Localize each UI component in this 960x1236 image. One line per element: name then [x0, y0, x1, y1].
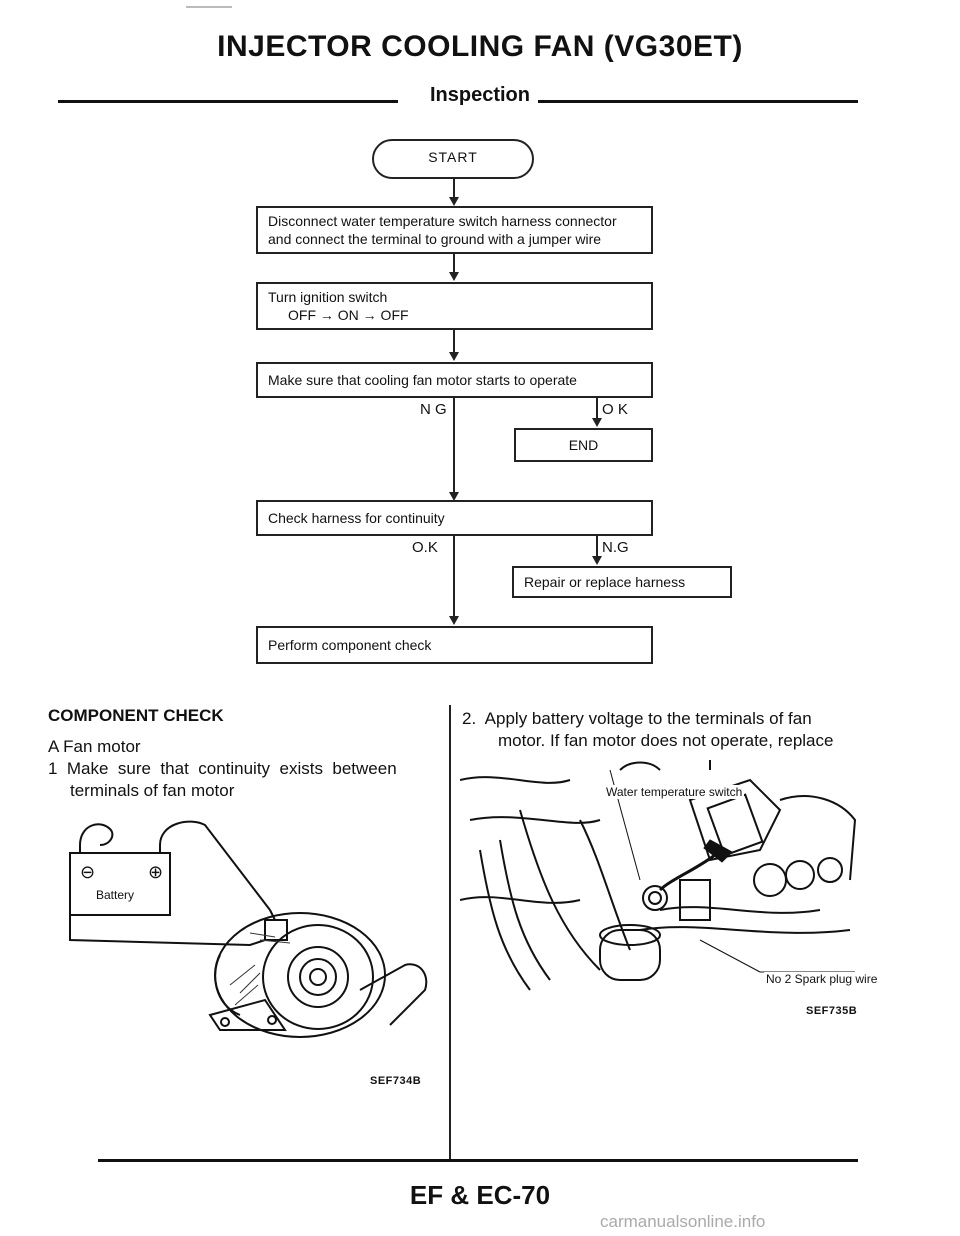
item-fan-motor: A Fan motor: [48, 737, 141, 756]
flow-connector: [453, 398, 455, 494]
flow-arrow: [449, 352, 459, 361]
top-mark: [186, 6, 232, 8]
step-text: Check harness for continuity: [268, 510, 445, 526]
page-title: INJECTOR COOLING FAN (VG30ET): [217, 30, 743, 63]
step-line: and connect the terminal to ground with …: [268, 231, 602, 247]
column-divider: [449, 705, 451, 1160]
flow-end: END: [514, 428, 653, 462]
step-text: Make sure that cooling fan motor starts …: [268, 372, 577, 388]
flow-arrow: [592, 556, 602, 565]
battery-icon: [69, 852, 171, 916]
section-rule-left: [58, 100, 398, 103]
battery-label: Battery: [96, 888, 135, 902]
branch-ng-2: N.G: [602, 539, 629, 556]
item-2-line2: motor. If fan motor does not operate, re…: [498, 731, 834, 750]
battery-plus: ⊕: [148, 862, 164, 882]
fan-motor-figure: [69, 820, 428, 1038]
flow-connector: [453, 254, 455, 274]
flow-arrow: [449, 492, 459, 501]
flow-arrow: [449, 272, 459, 281]
step-line: OFF → ON → OFF: [288, 307, 409, 323]
branch-ok-2: O.K: [412, 539, 438, 556]
repair-text: Repair or replace harness: [524, 574, 686, 590]
item-2-line1: 2. Apply battery voltage to the terminal…: [462, 709, 812, 728]
flow-connector: [453, 330, 455, 354]
flow-connector: [453, 536, 455, 618]
item-1-line2: terminals of fan motor: [70, 781, 235, 800]
end-text: END: [568, 437, 599, 453]
item-1-line1: 1 Make sure that continuity exists betwe…: [48, 759, 397, 778]
figure-code-right: SEF735B: [806, 1005, 858, 1017]
flow-step-fan-check: Make sure that cooling fan motor starts …: [256, 362, 653, 398]
battery-minus: ⊖: [80, 862, 96, 882]
section-rule-right: [538, 100, 858, 103]
step-line: Disconnect water temperature switch harn…: [268, 213, 617, 229]
step-line: Turn ignition switch: [268, 289, 388, 305]
step-text: Perform component check: [268, 637, 432, 653]
flow-step-harness: Check harness for continuity: [256, 500, 653, 536]
flow-arrow: [449, 616, 459, 625]
branch-ok: O K: [602, 401, 628, 418]
flow-connector: [596, 398, 598, 420]
branch-ng: N G: [420, 401, 447, 418]
flow-arrow: [592, 418, 602, 427]
section-title: Inspection: [429, 84, 530, 106]
flow-connector: [596, 536, 598, 558]
footer-rule: [98, 1159, 858, 1162]
flow-repair: Repair or replace harness: [512, 566, 732, 598]
flow-connector: [453, 177, 455, 199]
flow-step-disconnect: Disconnect water temperature switch harn…: [256, 206, 653, 254]
flow-step-component: Perform component check: [256, 626, 653, 664]
flow-start: START: [372, 139, 534, 179]
figure-code-left: SEF734B: [370, 1075, 422, 1087]
flow-arrow: [449, 197, 459, 206]
page-number: EF & EC-70: [409, 1180, 551, 1210]
engine-figure: [460, 760, 857, 991]
watermark: carmanualsonline.info: [600, 1212, 766, 1231]
callout-spark-plug: No 2 Spark plug wire: [764, 972, 880, 986]
component-check-heading: COMPONENT CHECK: [48, 706, 224, 725]
flow-step-ignition: Turn ignition switch OFF → ON → OFF: [256, 282, 653, 330]
callout-water-switch: Water temperature switch: [604, 785, 745, 799]
